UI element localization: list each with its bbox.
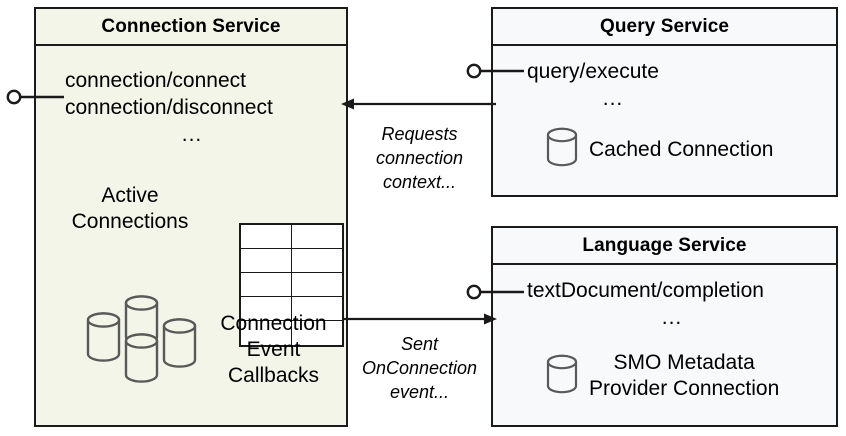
connector-sent-onconnection-event-label: Sent OnConnection event... bbox=[347, 332, 492, 404]
connector-sent-onconnection-event-arrow bbox=[340, 311, 498, 327]
connection-service-title: Connection Service bbox=[36, 9, 346, 46]
connection-event-callbacks-label: Connection Event Callbacks bbox=[191, 311, 346, 389]
sent-label-line3: event... bbox=[389, 382, 450, 402]
connection-service-endpoints-ellipsis: ... bbox=[181, 123, 203, 146]
connection-service-provided-interface-lollipop-icon[interactable] bbox=[4, 86, 66, 108]
grid-cell bbox=[291, 273, 342, 297]
component-language-service[interactable]: Language Service textDocument/completion… bbox=[491, 226, 838, 427]
smo-connection-label-line1: SMO Metadata bbox=[613, 351, 755, 374]
grid-cell bbox=[291, 249, 342, 273]
grid-cell bbox=[241, 297, 292, 321]
query-service-cached-connection: Cached Connection bbox=[545, 124, 773, 175]
component-connection-service[interactable]: Connection Service connection/connect co… bbox=[34, 7, 348, 427]
connector-requests-connection-context-arrow bbox=[340, 96, 498, 112]
endpoint-connection-disconnect: connection/disconnect bbox=[65, 96, 273, 119]
requests-label-line2: connection bbox=[375, 148, 464, 168]
query-service-title: Query Service bbox=[493, 9, 836, 46]
language-service-title: Language Service bbox=[493, 228, 836, 265]
connector-requests-connection-context-label: Requests connection context... bbox=[347, 122, 492, 194]
smo-connection-label: SMO Metadata Provider Connection bbox=[589, 350, 779, 402]
endpoint-textdocument-completion: textDocument/completion bbox=[527, 279, 764, 302]
smo-connection-label-line2: Provider Connection bbox=[589, 377, 780, 400]
active-connections-label: Active Connections bbox=[50, 183, 210, 235]
callbacks-label-line1: Connection bbox=[220, 312, 327, 335]
requests-label-line3: context... bbox=[382, 172, 457, 192]
connection-service-body: connection/connect connection/disconnect… bbox=[36, 46, 346, 425]
language-service-body: textDocument/completion ... SMO Metadata… bbox=[493, 265, 836, 425]
callbacks-label-line3: Callbacks bbox=[227, 364, 320, 387]
component-query-service[interactable]: Query Service query/execute ... Cached C… bbox=[491, 7, 838, 197]
query-service-endpoints: query/execute ... bbox=[527, 58, 699, 112]
query-service-provided-interface-lollipop-icon[interactable] bbox=[464, 60, 526, 82]
grid-cell bbox=[241, 273, 292, 297]
requests-label-line1: Requests bbox=[381, 124, 458, 144]
grid-cell bbox=[291, 297, 342, 321]
endpoint-query-execute: query/execute bbox=[527, 60, 659, 83]
connection-service-endpoints: connection/connect connection/disconnect… bbox=[65, 67, 319, 148]
grid-cell bbox=[241, 249, 292, 273]
language-service-endpoints: textDocument/completion ... bbox=[527, 277, 817, 331]
language-service-smo-connection: SMO Metadata Provider Connection bbox=[545, 350, 779, 402]
grid-cell bbox=[241, 321, 292, 345]
active-connections-label-line1: Active bbox=[101, 184, 159, 207]
language-service-endpoints-ellipsis: ... bbox=[661, 306, 683, 329]
endpoint-connection-connect: connection/connect bbox=[65, 69, 246, 92]
callbacks-label-line2: Event bbox=[246, 338, 301, 361]
language-service-provided-interface-lollipop-icon[interactable] bbox=[464, 281, 526, 303]
database-cylinder-icon bbox=[545, 351, 579, 402]
cached-connection-label: Cached Connection bbox=[589, 137, 774, 161]
grid-cell bbox=[291, 225, 342, 249]
query-service-endpoints-ellipsis: ... bbox=[602, 87, 624, 110]
grid-cell bbox=[241, 225, 292, 249]
database-cluster-icon bbox=[84, 289, 210, 383]
sent-label-line2: OnConnection bbox=[361, 358, 478, 378]
connection-event-callbacks-grid bbox=[239, 223, 344, 347]
query-service-body: query/execute ... Cached Connection bbox=[493, 46, 836, 195]
database-cylinder-icon bbox=[545, 124, 579, 175]
active-connections-label-line2: Connections bbox=[71, 210, 189, 233]
sent-label-line1: Sent bbox=[400, 334, 439, 354]
